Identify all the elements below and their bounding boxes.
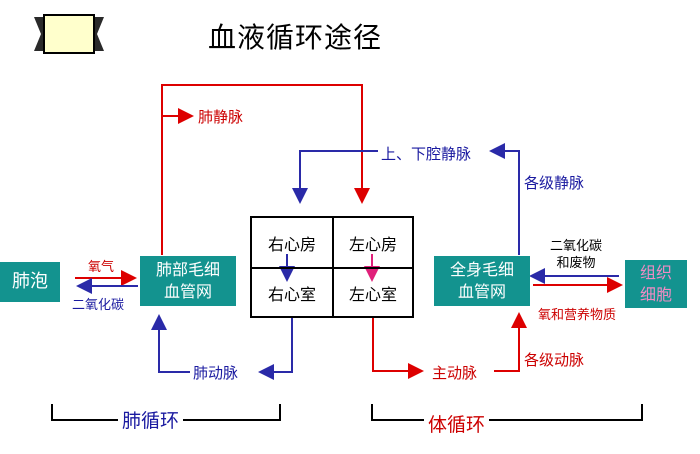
left-atrium: 左心房: [348, 234, 397, 254]
pulmonary-artery-line: [258, 318, 293, 380]
pulmonary-vein-line-2: [262, 84, 370, 204]
veins-label: 各级静脉: [524, 174, 585, 192]
scroll-banner-icon: [34, 13, 104, 55]
pulmonary-artery-label: 肺动脉: [193, 364, 239, 382]
alveoli-box: 肺泡: [0, 262, 60, 302]
co2-waste-label: 二氧化碳 和废物: [550, 238, 602, 272]
body-capillaries-label-1: 全身毛细: [449, 260, 514, 279]
co2-label: 二氧化碳: [72, 298, 125, 313]
heart-diagram: 右心房 左心房 右心室 左心室: [250, 216, 414, 318]
vena-cava-line: [489, 143, 520, 255]
pulmonary-artery-line-2: [151, 314, 190, 373]
arteries-label: 各级动脉: [524, 351, 585, 369]
systemic-circuit-label: 体循环: [424, 410, 490, 437]
lung-capillaries-label-1: 肺部毛细: [155, 260, 220, 279]
tissue-cells-label-1: 组织: [639, 263, 672, 282]
vena-cava-label: 上、下腔静脉: [381, 145, 472, 163]
pulmonary-vein-label: 肺静脉: [198, 108, 244, 126]
aorta-line-2: [494, 312, 527, 372]
vena-cava-line-2: [292, 150, 378, 204]
oxygen-label: 氧气: [88, 260, 115, 275]
left-ventricle: 左心室: [348, 284, 397, 304]
body-capillaries-box: 全身毛细 血管网: [434, 256, 530, 306]
lung-capillaries-label-2: 血管网: [163, 282, 212, 301]
aorta-line: [372, 318, 424, 379]
right-atrium: 右心房: [267, 234, 316, 254]
aorta-label: 主动脉: [432, 364, 478, 382]
pulmonary-circuit-label: 肺循环: [118, 406, 184, 433]
alveoli-label: 肺泡: [12, 271, 48, 292]
tissue-cells-box: 组织 细胞: [625, 260, 687, 308]
oxygen-nutrients-label: 氧和营养物质: [538, 308, 617, 323]
page-title: 血液循环途径: [208, 21, 383, 54]
pulmonary-vein-line: [161, 108, 194, 255]
right-ventricle: 右心室: [267, 284, 316, 304]
co2-waste-label-2: 和废物: [556, 256, 596, 271]
co2-waste-label-1: 二氧化碳: [550, 239, 603, 254]
tissue-cells-label-2: 细胞: [639, 285, 672, 304]
body-capillaries-label-2: 血管网: [457, 282, 506, 301]
lung-capillaries-box: 肺部毛细 血管网: [140, 256, 236, 306]
systemic-bracket: [371, 404, 643, 421]
